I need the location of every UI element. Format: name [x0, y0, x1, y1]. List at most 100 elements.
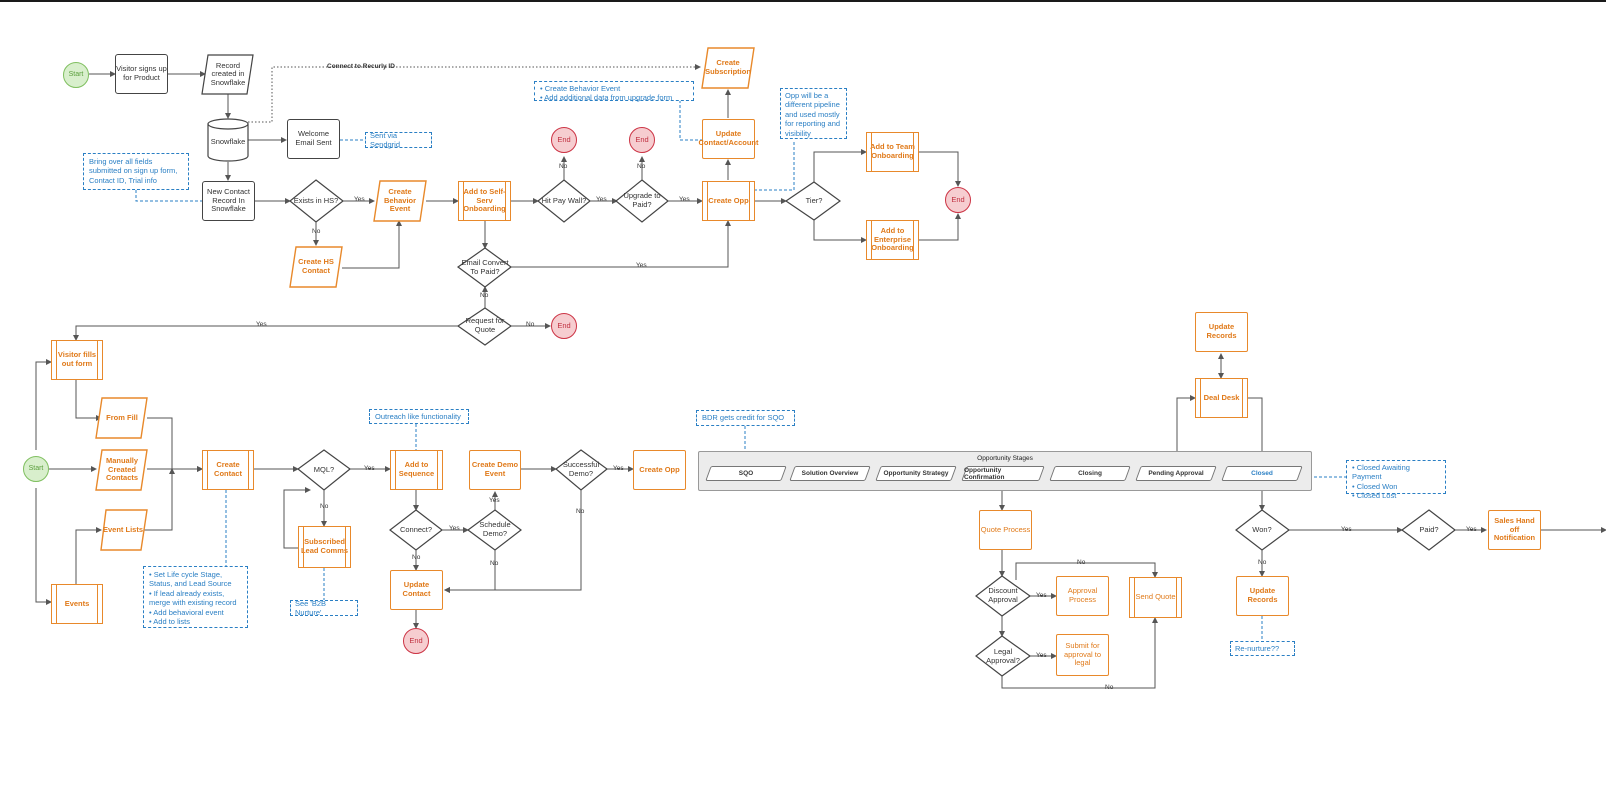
edge-label-no: No [559, 163, 568, 170]
end-label: End [557, 134, 571, 144]
start-label: Start [28, 464, 44, 472]
end-node-5[interactable]: End [403, 628, 429, 654]
node-label: Visitor fills out form [57, 350, 97, 368]
sales-handoff-node[interactable]: Sales Hand off Notification [1488, 510, 1541, 550]
schedule-demo-decision[interactable]: Schedule Demo? [470, 519, 520, 541]
create-subscription-node[interactable]: Create Subscription [704, 48, 752, 88]
stage-label: Solution Overview [801, 470, 859, 477]
note-text: BDR gets credit for SQO [702, 413, 785, 423]
create-demo-event-node[interactable]: Create Demo Event [469, 450, 521, 490]
end-node-4[interactable]: End [551, 313, 577, 339]
legal-approval-decision[interactable]: Legal Approval? [980, 645, 1026, 669]
add-enterprise-onboarding-node[interactable]: Add to Enterprise Onboarding [866, 220, 919, 260]
node-label: New Contact Record In Snowflake [207, 187, 250, 214]
stage-closed[interactable]: Closed [1221, 466, 1303, 481]
successful-demo-decision[interactable]: Successful Demo? [557, 459, 605, 481]
email-convert-decision[interactable]: Email Convert To Paid? [460, 254, 510, 282]
hit-pay-wall-decision[interactable]: Hit Pay Wall? [540, 190, 588, 212]
update-contact-account-node[interactable]: Update Contact/Account [699, 119, 759, 159]
start-node-top[interactable]: Start [63, 62, 89, 88]
quote-process-node[interactable]: Quote Process [979, 510, 1032, 550]
create-hs-contact-node[interactable]: Create HS Contact [292, 247, 340, 287]
visitor-fills-form-node[interactable]: Visitor fills out form [51, 340, 103, 380]
connect-recurly-label: Connect to Recurly ID [327, 63, 395, 70]
approval-process-node[interactable]: Approval Process [1056, 576, 1109, 616]
node-label: Create Opp [639, 464, 680, 474]
add-self-serv-onboarding-node[interactable]: Add to Self-Serv Onboarding [458, 181, 511, 221]
note-text: Re-nurture?? [1235, 643, 1280, 653]
update-records-top-node[interactable]: Update Records [1195, 312, 1248, 352]
node-label: Update Contact [402, 580, 431, 598]
exists-in-hs-decision[interactable]: Exists in HS? [292, 190, 340, 212]
node-label: Approval Process [1067, 586, 1098, 604]
lifecycle-note: • Set Life cycle Stage, Status, and Lead… [143, 566, 248, 628]
edge-label-yes: Yes [1466, 526, 1477, 533]
update-contact-node[interactable]: Update Contact [390, 570, 443, 610]
deal-desk-node[interactable]: Deal Desk [1195, 378, 1248, 418]
paid-decision[interactable]: Paid? [1405, 520, 1453, 540]
events-node[interactable]: Events [51, 584, 103, 624]
note-text: Bring over all fields submitted on sign … [89, 157, 178, 185]
edge-label-no: No [1105, 684, 1114, 691]
stage-label: Closed [1251, 470, 1273, 477]
send-quote-node[interactable]: Send Quote [1129, 577, 1182, 618]
update-records-bottom-node[interactable]: Update Records [1236, 576, 1289, 616]
edge-label-yes: Yes [449, 525, 460, 532]
create-behavior-event-node[interactable]: Create Behavior Event [376, 181, 424, 221]
from-fill-node[interactable]: From Fill [98, 398, 146, 438]
node-label: Visitor signs up for Product [116, 64, 167, 82]
node-label: Events [64, 598, 90, 608]
add-to-sequence-node[interactable]: Add to Sequence [390, 450, 443, 490]
stage-label: Pending Approval [1148, 470, 1204, 477]
node-label: Record created in Snowflake [210, 60, 246, 87]
connect-decision[interactable]: Connect? [392, 520, 440, 540]
create-opp-top-node[interactable]: Create Opp [702, 181, 755, 221]
event-lists-node[interactable]: Event Lists [100, 510, 146, 550]
end-node-2[interactable]: End [629, 127, 655, 153]
create-contact-node[interactable]: Create Contact [202, 450, 254, 490]
edge-label-no: No [1077, 559, 1086, 566]
edge-label-yes: Yes [1036, 652, 1047, 659]
bring-over-note: Bring over all fields submitted on sign … [83, 153, 189, 190]
node-label: Create Opp [708, 195, 749, 205]
manually-created-contacts-node[interactable]: Manually Created Contacts [98, 450, 146, 490]
node-label: MQL? [313, 464, 335, 474]
stage-label: Opportunity Confirmation [964, 466, 1005, 481]
end-node-3[interactable]: End [945, 187, 971, 213]
edge-label-yes: Yes [613, 465, 624, 472]
submit-legal-node[interactable]: Submit for approval to legal [1056, 634, 1109, 676]
node-label: Discount Approval [988, 586, 1018, 604]
welcome-email-node[interactable]: Welcome Email Sent [287, 119, 340, 159]
end-label: End [557, 320, 571, 330]
edge-label-yes: Yes [1036, 592, 1047, 599]
request-for-quote-decision[interactable]: Request for Quote [460, 314, 510, 338]
tier-decision[interactable]: Tier? [790, 190, 838, 212]
note-text: • Closed Awaiting Payment • Closed Won •… [1352, 463, 1410, 501]
stage-pending-approval[interactable]: Pending Approval [1135, 466, 1217, 481]
stage-closing[interactable]: Closing [1049, 466, 1131, 481]
discount-approval-decision[interactable]: Discount Approval [980, 584, 1026, 608]
node-label: Manually Created Contacts [105, 456, 139, 483]
edge-label-yes: Yes [636, 262, 647, 269]
edge-label-yes: Yes [354, 196, 365, 203]
stage-sqo[interactable]: SQO [705, 466, 787, 481]
create-opp-bottom-node[interactable]: Create Opp [633, 450, 686, 490]
record-created-node[interactable]: Record created in Snowflake [204, 55, 252, 94]
node-label: Snowflake [210, 136, 246, 146]
stage-solution-overview[interactable]: Solution Overview [789, 466, 871, 481]
stage-opportunity-confirmation[interactable]: Opportunity Confirmation [961, 466, 1045, 481]
mql-decision[interactable]: MQL? [300, 459, 348, 481]
new-contact-record-node[interactable]: New Contact Record In Snowflake [202, 181, 255, 221]
upgrade-to-paid-decision[interactable]: Upgrade to Paid? [618, 190, 666, 212]
subscribed-lead-comms-node[interactable]: Subscribed Lead Comms [298, 526, 351, 568]
edge-label-no: No [576, 508, 585, 515]
end-node-1[interactable]: End [551, 127, 577, 153]
won-decision[interactable]: Won? [1238, 520, 1286, 540]
stage-opportunity-strategy[interactable]: Opportunity Strategy [875, 466, 957, 481]
snowflake-database-node[interactable]: Snowflake [208, 130, 248, 154]
stage-label: SQO [738, 470, 754, 477]
visitor-signs-up-node[interactable]: Visitor signs up for Product [115, 54, 168, 94]
edge-label-yes: Yes [489, 497, 500, 504]
add-team-onboarding-node[interactable]: Add to Team Onboarding [866, 132, 919, 172]
start-node-bottom[interactable]: Start [23, 456, 49, 482]
